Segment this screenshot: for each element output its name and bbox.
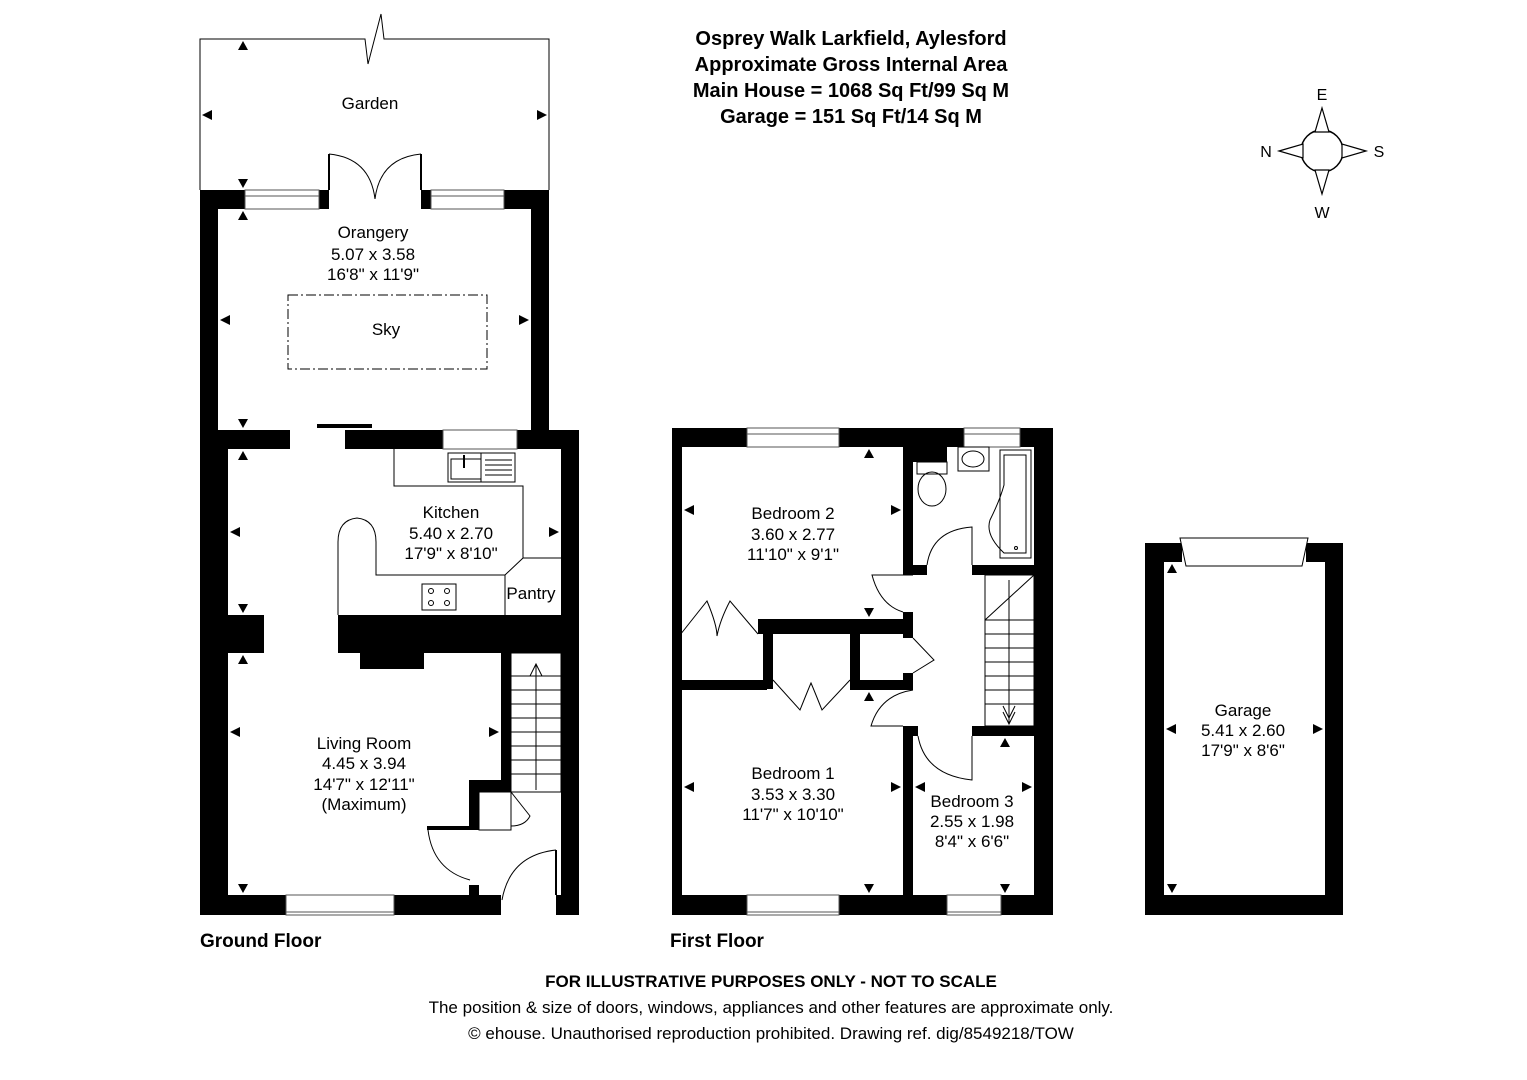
kitchen-units bbox=[337, 449, 561, 615]
orangery-imperial: 16'8" x 11'9" bbox=[327, 265, 419, 284]
sink-icon bbox=[447, 452, 516, 483]
bedroom1-metric: 3.53 x 3.30 bbox=[751, 785, 835, 804]
disclaimer-note: The position & size of doors, windows, a… bbox=[429, 998, 1114, 1017]
kitchen-metric: 5.40 x 2.70 bbox=[409, 524, 493, 543]
area-subtitle: Approximate Gross Internal Area bbox=[695, 54, 1009, 76]
dimension-arrows bbox=[202, 41, 559, 893]
compass-south-label: S bbox=[1374, 144, 1385, 161]
bedroom2-imperial: 11'10" x 9'1" bbox=[747, 545, 839, 564]
stairs-icon bbox=[510, 652, 562, 793]
wardrobe-doors-icon bbox=[679, 600, 759, 637]
bedroom3-door-icon bbox=[917, 735, 973, 781]
bedroom2-metric: 3.60 x 2.77 bbox=[751, 525, 835, 544]
french-doors-icon bbox=[328, 153, 422, 200]
first-floor-label: First Floor bbox=[670, 931, 765, 952]
skylight-label: Sky bbox=[372, 320, 401, 339]
garden-label: Garden bbox=[342, 94, 399, 113]
toilet-icon bbox=[916, 461, 948, 507]
bedroom2-label: Bedroom 2 bbox=[751, 504, 834, 523]
first-floor-plan: Bedroom 2 3.60 x 2.77 11'10" x 9'1" Bedr… bbox=[670, 427, 1053, 952]
basin-icon bbox=[957, 446, 990, 472]
footer: FOR ILLUSTRATIVE PURPOSES ONLY - NOT TO … bbox=[429, 972, 1114, 1043]
garage-area: Garage = 151 Sq Ft/14 Sq M bbox=[720, 106, 982, 128]
compass-north-label: N bbox=[1260, 144, 1272, 161]
cupboard-door-icon bbox=[912, 637, 935, 674]
living-room-imperial: 14'7" x 12'11" bbox=[313, 775, 414, 794]
garage-door-icon bbox=[1179, 537, 1309, 567]
compass-west-label: W bbox=[1314, 205, 1330, 222]
bath-icon bbox=[988, 449, 1032, 559]
hob-icon bbox=[421, 583, 457, 611]
garage-metric: 5.41 x 2.60 bbox=[1201, 721, 1285, 740]
ground-floor-plan: Garden Orangery 5.07 x 3.58 16'8" x 11'9… bbox=[199, 13, 579, 952]
bedroom3-metric: 2.55 x 1.98 bbox=[930, 812, 1014, 831]
bedroom1-imperial: 11'7" x 10'10" bbox=[742, 805, 843, 824]
dimension-arrows bbox=[684, 449, 1032, 893]
bedroom3-label: Bedroom 3 bbox=[930, 792, 1013, 811]
bedroom1-door-icon bbox=[870, 689, 914, 727]
garage-label: Garage bbox=[1215, 701, 1272, 720]
living-room-metric: 4.45 x 3.94 bbox=[322, 754, 406, 773]
stairs-icon bbox=[984, 574, 1035, 727]
bedroom2-door-icon bbox=[871, 574, 913, 613]
orangery-label: Orangery bbox=[338, 223, 409, 242]
bedroom1-label: Bedroom 1 bbox=[751, 764, 834, 783]
orangery-metric: 5.07 x 3.58 bbox=[331, 245, 415, 264]
living-room-note: (Maximum) bbox=[322, 795, 407, 814]
bathroom-door-icon bbox=[926, 526, 973, 566]
dimension-arrows bbox=[1166, 564, 1323, 893]
kitchen-imperial: 17'9" x 8'10" bbox=[404, 544, 497, 563]
compass-icon: E N S W bbox=[1260, 87, 1384, 222]
compass-east-label: E bbox=[1317, 87, 1328, 104]
kitchen-label: Kitchen bbox=[423, 503, 480, 522]
wardrobe-doors-icon bbox=[772, 679, 851, 711]
skylight-outline bbox=[287, 294, 488, 370]
address-title: Osprey Walk Larkfield, Aylesford bbox=[695, 28, 1006, 50]
living-room-label: Living Room bbox=[317, 734, 412, 753]
garage-imperial: 17'9" x 8'6" bbox=[1201, 741, 1285, 760]
pantry-label: Pantry bbox=[506, 584, 556, 603]
garage-plan: Garage 5.41 x 2.60 17'9" x 8'6" bbox=[1145, 537, 1343, 915]
main-house-area: Main House = 1068 Sq Ft/99 Sq M bbox=[693, 80, 1009, 102]
ground-floor-label: Ground Floor bbox=[200, 931, 322, 952]
disclaimer-heading: FOR ILLUSTRATIVE PURPOSES ONLY - NOT TO … bbox=[545, 972, 997, 991]
garden-outline bbox=[199, 13, 550, 190]
header: Osprey Walk Larkfield, Aylesford Approxi… bbox=[693, 28, 1009, 128]
bedroom3-imperial: 8'4" x 6'6" bbox=[935, 832, 1009, 851]
copyright-text: © ehouse. Unauthorised reproduction proh… bbox=[468, 1024, 1074, 1043]
